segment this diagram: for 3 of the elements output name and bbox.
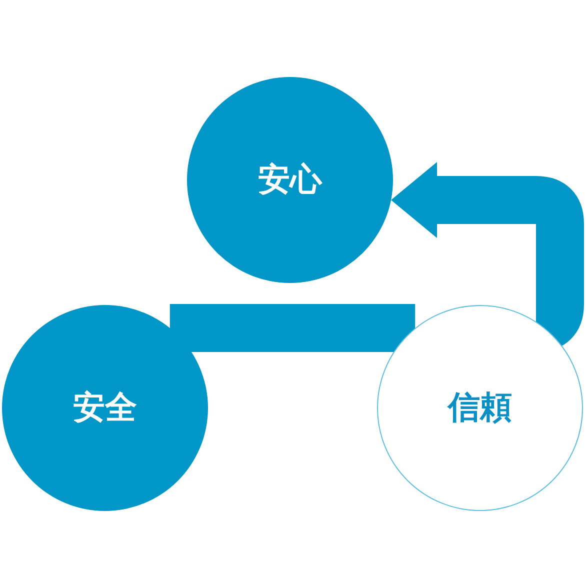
node-label: 安心 [258, 159, 322, 200]
node-label: 信頼 [448, 387, 512, 428]
node-label: 安全 [73, 387, 137, 428]
